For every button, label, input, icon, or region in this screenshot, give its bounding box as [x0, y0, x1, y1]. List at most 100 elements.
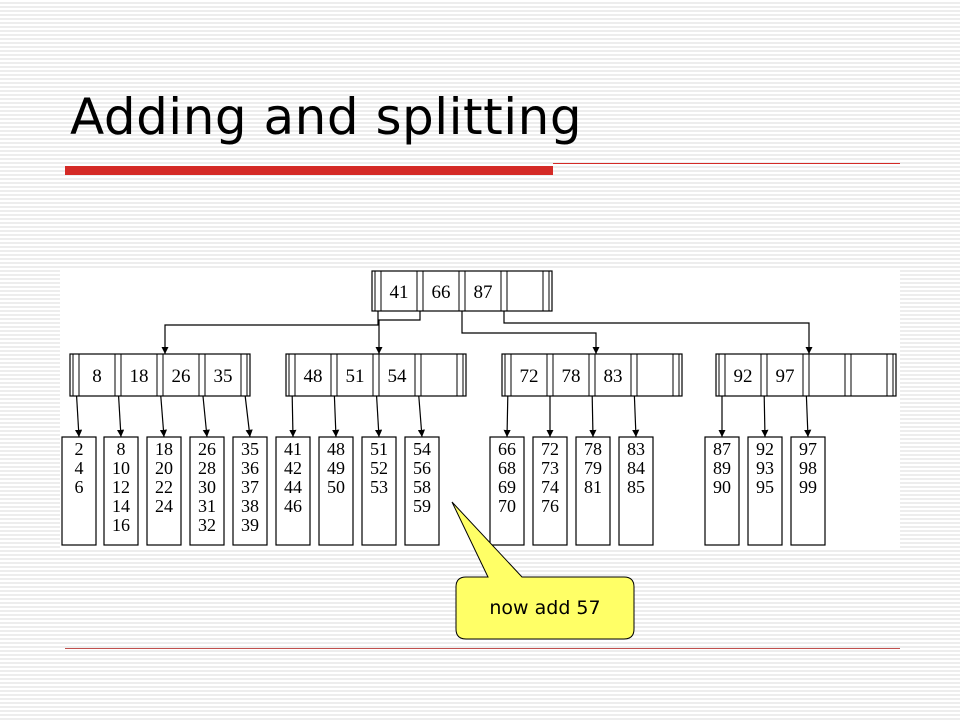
leaf-value: 32 — [198, 515, 216, 535]
leaf-value: 2 — [75, 439, 84, 459]
leaf-value: 49 — [327, 458, 345, 478]
leaf-frame — [103, 436, 139, 546]
leaf-value: 79 — [584, 458, 602, 478]
internal-node-key: 18 — [130, 366, 149, 387]
leaf-value: 6 — [75, 477, 84, 497]
internal-node-key: 54 — [388, 366, 408, 387]
leaf-value: 42 — [284, 458, 302, 478]
footer-rule — [65, 648, 900, 649]
internal-node-key: 26 — [172, 366, 191, 387]
leaf-value: 39 — [241, 515, 259, 535]
leaf-value: 54 — [413, 439, 431, 459]
leaf-value: 52 — [370, 458, 388, 478]
leaf-value: 92 — [756, 439, 774, 459]
tree-pointer-arrow — [161, 301, 379, 354]
internal-node-frame — [715, 353, 897, 397]
leaf-value: 31 — [198, 496, 216, 516]
leaf-frame — [404, 436, 440, 546]
leaf-frame — [232, 436, 268, 546]
leaf-value: 41 — [284, 439, 302, 459]
internal-node-key: 48 — [304, 366, 323, 387]
leaf-value: 78 — [584, 439, 602, 459]
leaf-value: 36 — [241, 458, 259, 478]
leaf-value: 28 — [198, 458, 216, 478]
leaf-value: 70 — [498, 496, 516, 516]
leaf-value: 76 — [541, 496, 559, 516]
leaf-value: 16 — [112, 515, 130, 535]
leaf-frame — [618, 436, 654, 546]
leaf-value: 97 — [799, 439, 817, 459]
leaf-frame — [489, 436, 525, 546]
root-node-frame — [371, 270, 553, 312]
leaf-value: 53 — [370, 477, 388, 497]
internal-node-key: 72 — [520, 366, 539, 387]
leaf-value: 85 — [627, 477, 645, 497]
leaf-frame — [61, 436, 97, 546]
leaf-value: 50 — [327, 477, 345, 497]
root-node-key: 87 — [474, 282, 493, 303]
slide-title: Adding and splitting — [70, 88, 583, 146]
internal-node-key: 92 — [734, 366, 753, 387]
leaf-value: 10 — [112, 458, 130, 478]
leaf-frame — [361, 436, 397, 546]
leaf-value: 81 — [584, 477, 602, 497]
leaf-value: 44 — [284, 477, 302, 497]
leaf-value: 24 — [155, 496, 173, 516]
leaf-value: 37 — [241, 477, 259, 497]
leaf-frame — [747, 436, 783, 546]
leaf-value: 4 — [75, 458, 84, 478]
leaf-value: 18 — [155, 439, 173, 459]
leaf-frame — [146, 436, 182, 546]
leaf-frame — [790, 436, 826, 546]
tree-pointer-arrow — [503, 301, 813, 354]
leaf-value: 84 — [627, 458, 645, 478]
leaf-value: 89 — [713, 458, 731, 478]
leaf-frame — [189, 436, 225, 546]
leaf-value: 51 — [370, 439, 388, 459]
leaf-value: 90 — [713, 477, 731, 497]
leaf-value: 93 — [756, 458, 774, 478]
tree-pointer-arrow — [461, 301, 600, 354]
leaf-value: 56 — [413, 458, 431, 478]
leaf-value: 83 — [627, 439, 645, 459]
leaf-value: 14 — [112, 496, 130, 516]
leaf-value: 8 — [117, 439, 126, 459]
title-underline-rule — [553, 163, 900, 164]
leaf-value: 26 — [198, 439, 216, 459]
leaf-value: 98 — [799, 458, 817, 478]
leaf-value: 87 — [713, 439, 731, 459]
leaf-value: 58 — [413, 477, 431, 497]
internal-node-key: 35 — [214, 366, 233, 387]
internal-node-key: 8 — [92, 366, 102, 387]
root-node-key: 66 — [432, 282, 451, 303]
internal-node-frame — [501, 353, 683, 397]
leaf-value: 46 — [284, 496, 302, 516]
leaf-value: 73 — [541, 458, 559, 478]
leaf-value: 95 — [756, 477, 774, 497]
internal-node: 8 18 26 35 — [69, 353, 251, 397]
leaf-value: 66 — [498, 439, 516, 459]
leaf-frame — [318, 436, 354, 546]
callout-shape — [451, 501, 635, 640]
callout-text: now add 57 — [489, 597, 601, 619]
leaf-value: 72 — [541, 439, 559, 459]
leaf-value: 38 — [241, 496, 259, 516]
title-underline-accent — [65, 166, 553, 175]
